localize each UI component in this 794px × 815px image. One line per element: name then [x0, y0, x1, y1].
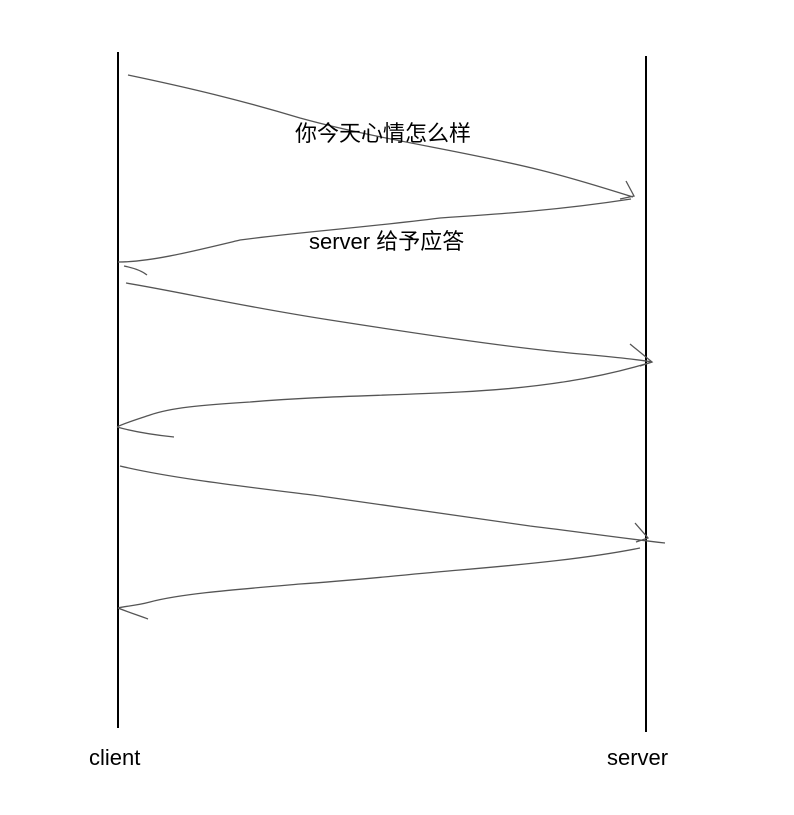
message-label-1: 你今天心情怎么样 [295, 121, 472, 146]
server-label: server [607, 745, 669, 770]
client-label: client [89, 745, 141, 770]
message-arrow-1 [127, 74, 634, 198]
arrowhead-1 [619, 180, 635, 200]
message-arrow-5 [119, 465, 666, 544]
message-arrow-4 [116, 361, 653, 428]
arrowhead-4 [116, 426, 175, 438]
arrowhead-6 [117, 607, 149, 620]
message-arrow-3 [125, 282, 653, 363]
arrowhead-2 [123, 265, 148, 276]
message-arrow-2 [117, 198, 632, 263]
arrowhead-5 [634, 522, 650, 543]
message-arrow-6 [117, 547, 641, 609]
message-label-2: server 给予应答 [309, 229, 465, 254]
